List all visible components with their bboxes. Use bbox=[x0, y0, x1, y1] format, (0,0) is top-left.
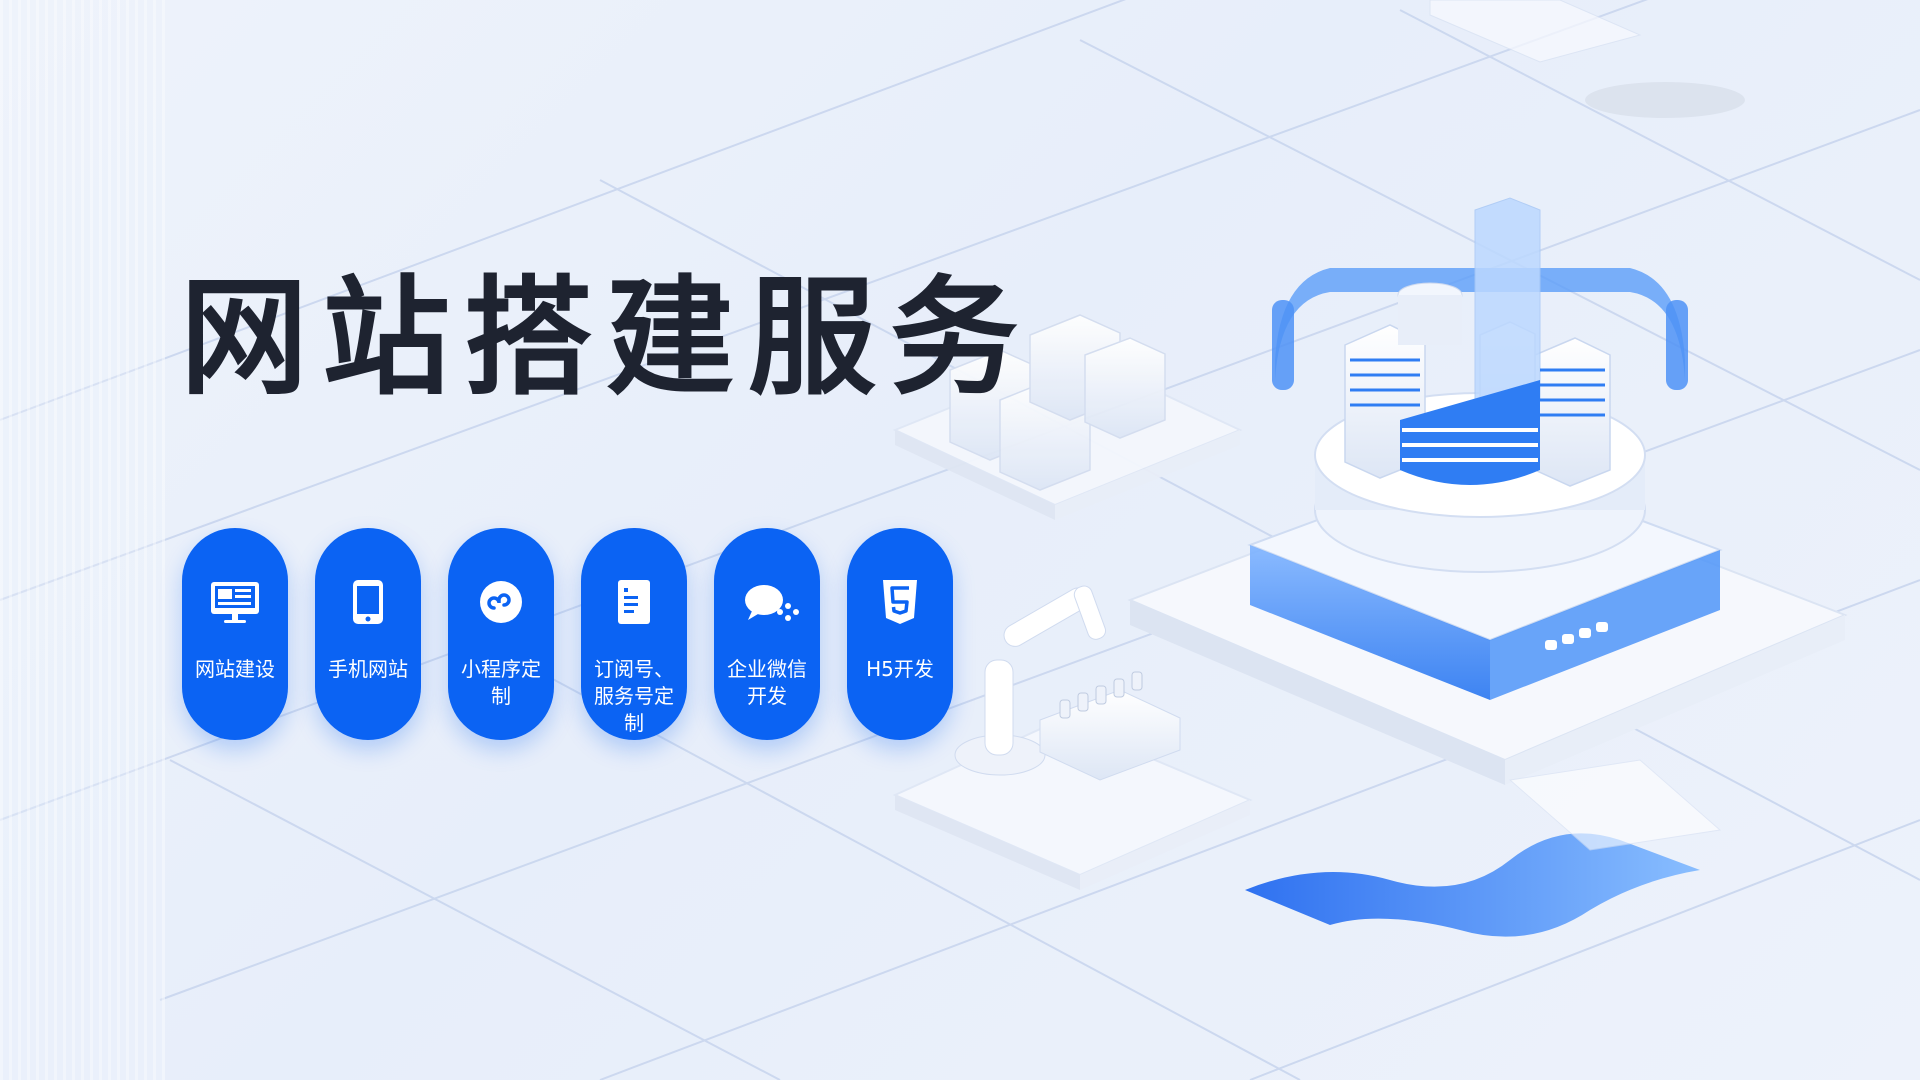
mini-program-icon bbox=[448, 578, 554, 626]
service-label: 手机网站 bbox=[328, 657, 408, 681]
blue-wave bbox=[1245, 759, 1722, 937]
service-card-official-account[interactable]: 订阅号、服务号定制 bbox=[581, 528, 687, 740]
html5-icon bbox=[847, 578, 953, 626]
document-icon bbox=[581, 578, 687, 626]
page-title: 网站搭建服务 bbox=[180, 264, 1033, 413]
service-label: 企业微信开发 bbox=[727, 657, 807, 708]
monitor-icon bbox=[182, 578, 288, 626]
service-card-website[interactable]: 网站建设 bbox=[182, 528, 288, 740]
service-label: 订阅号、服务号定制 bbox=[594, 657, 674, 735]
service-list: 网站建设 手机网站 小程序定制 bbox=[182, 528, 962, 740]
wechat-work-icon bbox=[714, 578, 820, 626]
robot-arm-platform bbox=[892, 585, 1253, 890]
floating-glass-card bbox=[1429, 0, 1745, 118]
service-label: 网站建设 bbox=[195, 657, 275, 681]
service-card-mobile-site[interactable]: 手机网站 bbox=[315, 528, 421, 740]
service-label: H5开发 bbox=[866, 657, 934, 681]
service-card-mini-program[interactable]: 小程序定制 bbox=[448, 528, 554, 740]
mobile-phone-icon bbox=[315, 578, 421, 626]
main-platform bbox=[1127, 197, 1848, 785]
service-card-h5[interactable]: H5开发 bbox=[847, 528, 953, 740]
service-card-wechat-work[interactable]: 企业微信开发 bbox=[714, 528, 820, 740]
service-label: 小程序定制 bbox=[461, 657, 541, 708]
decorative-stripes bbox=[0, 0, 165, 1080]
small-buildings bbox=[892, 314, 1243, 520]
